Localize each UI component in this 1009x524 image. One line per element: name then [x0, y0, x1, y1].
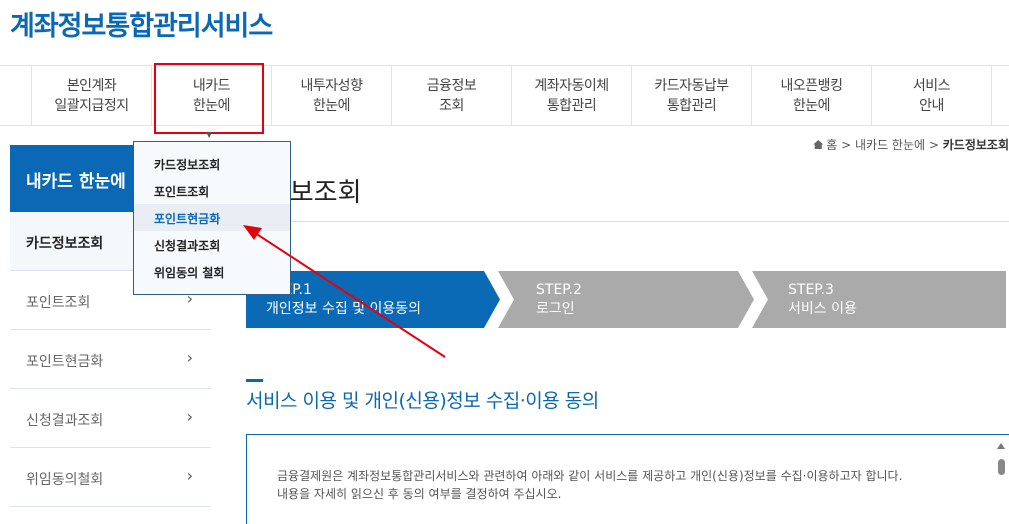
nav-item-investment[interactable]: 내투자성향 한눈에: [271, 66, 391, 125]
scroll-up-icon[interactable]: [997, 443, 1005, 449]
dropdown-item-points-cash[interactable]: 포인트현금화: [134, 204, 290, 231]
breadcrumb-current: 카드정보조회: [942, 138, 1009, 152]
sidebar-item-label: 카드정보조회: [26, 236, 104, 252]
nav-dropdown-menu: 카드정보조회 포인트조회 포인트현금화 신청결과조회 위임동의 철회: [133, 141, 291, 295]
dropdown-item-card-info[interactable]: 카드정보조회: [154, 158, 221, 172]
sidebar-item-label: 포인트조회: [26, 295, 91, 311]
sidebar-item-revoke[interactable]: 위임동의철회 ›: [10, 448, 211, 507]
step-indicator: STEP.1 개인정보 수집 및 이용동의 STEP.2 로그인 STEP.3 …: [246, 271, 1006, 328]
home-icon: [813, 140, 824, 149]
nav-item-my-card[interactable]: 내카드 한눈에: [151, 66, 271, 125]
sidebar-item-points[interactable]: 포인트조회 ›: [10, 271, 211, 330]
nav-divider: [991, 66, 992, 125]
agreement-text: 내용을 자세히 읽으신 후 동의 여부를 결정하여 주십시오.: [277, 487, 562, 501]
chevron-right-icon: ›: [186, 289, 193, 308]
nav-item-financial-info[interactable]: 금융정보 조회: [391, 66, 511, 125]
nav-item-service-info[interactable]: 서비스 안내: [871, 66, 991, 125]
site-title[interactable]: 계좌정보통합관리서비스: [10, 11, 273, 42]
caret-down-icon: ▼: [206, 130, 213, 139]
step-1: STEP.1 개인정보 수집 및 이용동의: [246, 271, 500, 328]
nav-item-account-stop[interactable]: 본인계좌 일괄지급정지: [31, 66, 151, 125]
agreement-box[interactable]: 금융결제원은 계좌정보통합관리서비스와 관련하여 아래와 같이 서비스를 제공하…: [246, 434, 1009, 524]
nav-item-open-banking[interactable]: 내오픈뱅킹 한눈에: [751, 66, 871, 125]
step-2: STEP.2 로그인: [498, 271, 754, 328]
nav-item-auto-transfer[interactable]: 계좌자동이체 통합관리: [511, 66, 631, 125]
sidebar-item-label: 포인트현금화: [26, 354, 104, 370]
dropdown-item-revoke[interactable]: 위임동의 철회: [154, 266, 225, 280]
sidebar-item-results[interactable]: 신청결과조회 ›: [10, 389, 211, 448]
divider: [246, 221, 1009, 222]
sidebar-item-label: 신청결과조회: [26, 413, 104, 429]
chevron-right-icon: ›: [186, 348, 193, 367]
sidebar-item-points-cash[interactable]: 포인트현금화 ›: [10, 330, 211, 389]
nav-item-card-auto-pay[interactable]: 카드자동납부 통합관리: [631, 66, 751, 125]
chevron-right-icon: ›: [186, 466, 193, 485]
breadcrumb-level1[interactable]: 내카드 한눈에: [855, 138, 926, 152]
dropdown-item-results[interactable]: 신청결과조회: [154, 239, 221, 253]
step-3: STEP.3 서비스 이용: [752, 271, 1006, 328]
chevron-right-icon: ›: [186, 407, 193, 426]
dropdown-item-points[interactable]: 포인트조회: [154, 185, 210, 199]
section-accent: [246, 379, 263, 382]
agreement-text: 금융결제원은 계좌정보통합관리서비스와 관련하여 아래와 같이 서비스를 제공하…: [277, 469, 903, 483]
main-nav: 본인계좌 일괄지급정지 내카드 한눈에 내투자성향 한눈에 금융정보 조회 계좌…: [0, 65, 1009, 126]
breadcrumb: 홈 > 내카드 한눈에 > 카드정보조회: [813, 136, 1009, 153]
breadcrumb-home[interactable]: 홈: [826, 138, 838, 152]
sidebar-item-label: 위임동의철회: [26, 472, 104, 488]
scrollbar-thumb[interactable]: [998, 459, 1005, 475]
highlight-box: [154, 63, 264, 134]
section-title: 서비스 이용 및 개인(신용)정보 수집·이용 동의: [246, 390, 599, 412]
